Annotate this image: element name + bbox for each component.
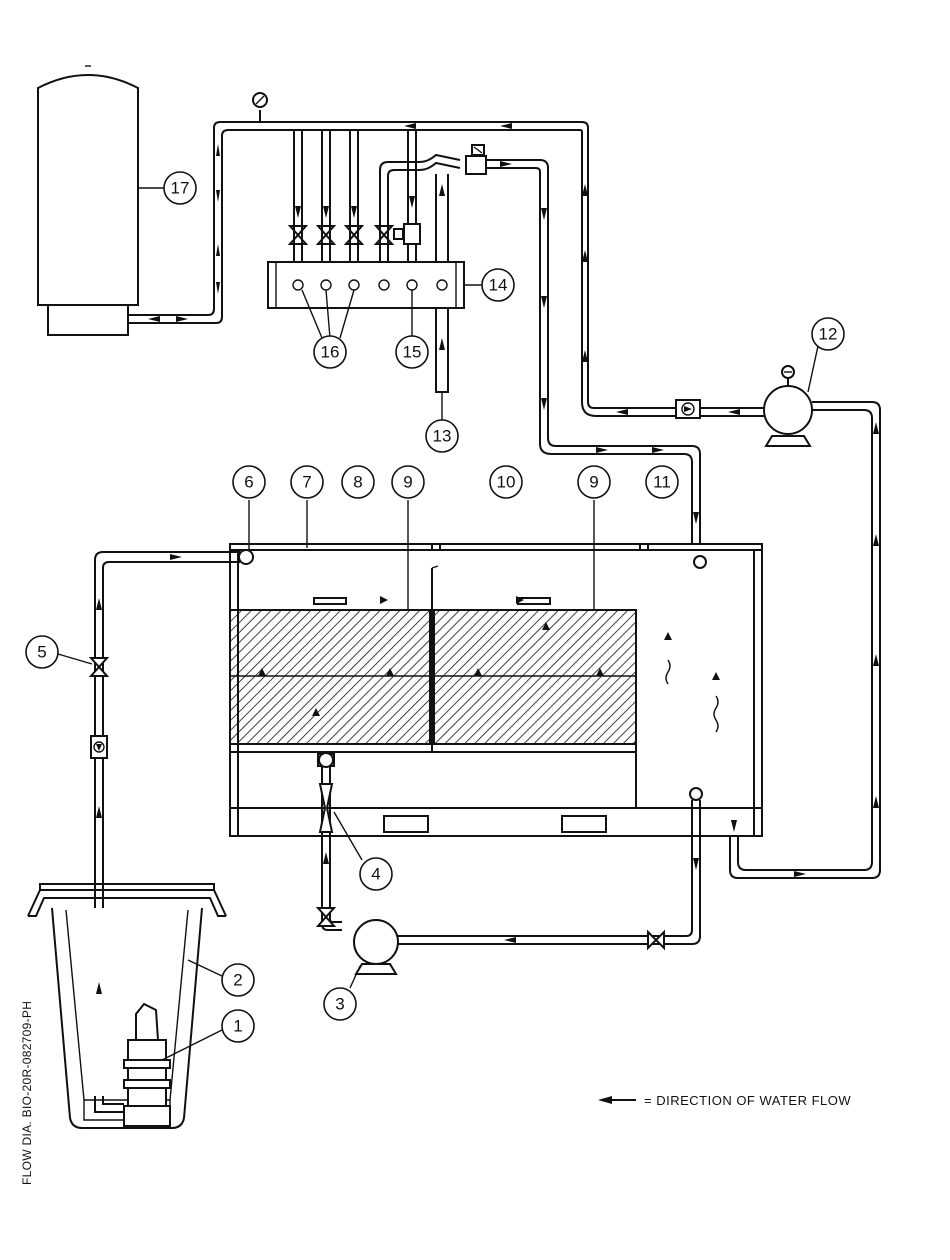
svg-text:14: 14 (489, 276, 508, 295)
callout-9b: 9 (578, 466, 610, 498)
svg-text:7: 7 (302, 473, 311, 492)
main-tank (230, 544, 762, 836)
svg-text:9: 9 (589, 473, 598, 492)
callout-16: 16 (314, 336, 346, 368)
pressure-tank (38, 66, 138, 335)
svg-text:5: 5 (37, 643, 46, 662)
callout-10: 10 (490, 466, 522, 498)
svg-text:12: 12 (819, 325, 838, 344)
callout-17: 17 (164, 172, 196, 204)
svg-text:4: 4 (371, 865, 380, 884)
callout-2: 2 (222, 964, 254, 996)
svg-text:11: 11 (653, 473, 671, 492)
callout-4: 4 (360, 858, 392, 890)
callout-15: 15 (396, 336, 428, 368)
callout-7: 7 (291, 466, 323, 498)
legend-arrow-icon (598, 1096, 612, 1104)
svg-text:2: 2 (233, 971, 242, 990)
svg-text:9: 9 (403, 473, 412, 492)
manifold (268, 262, 464, 308)
svg-text:6: 6 (244, 473, 253, 492)
callout-14: 14 (482, 269, 514, 301)
svg-text:16: 16 (321, 343, 340, 362)
callout-9a: 9 (392, 466, 424, 498)
drawing-id: FLOW DIA. BIO-20R-082709-PH (20, 1001, 34, 1185)
svg-text:17: 17 (171, 179, 190, 198)
callout-3: 3 (324, 988, 356, 1020)
callout-5: 5 (26, 636, 58, 668)
svg-text:10: 10 (497, 473, 516, 492)
svg-text:8: 8 (353, 473, 362, 492)
callout-11: 11 (646, 466, 678, 498)
check-valve-top (676, 400, 764, 418)
svg-text:15: 15 (403, 343, 422, 362)
legend-text: = DIRECTION OF WATER FLOW (644, 1093, 851, 1108)
svg-text:1: 1 (233, 1017, 242, 1036)
callout-13: 13 (426, 420, 458, 452)
callout-6: 6 (233, 466, 265, 498)
callout-8: 8 (342, 466, 374, 498)
svg-text:13: 13 (433, 427, 452, 446)
svg-text:3: 3 (335, 995, 344, 1014)
callout-1: 1 (222, 1010, 254, 1042)
callout-12: 12 (812, 318, 844, 350)
legend: = DIRECTION OF WATER FLOW (598, 1093, 851, 1108)
